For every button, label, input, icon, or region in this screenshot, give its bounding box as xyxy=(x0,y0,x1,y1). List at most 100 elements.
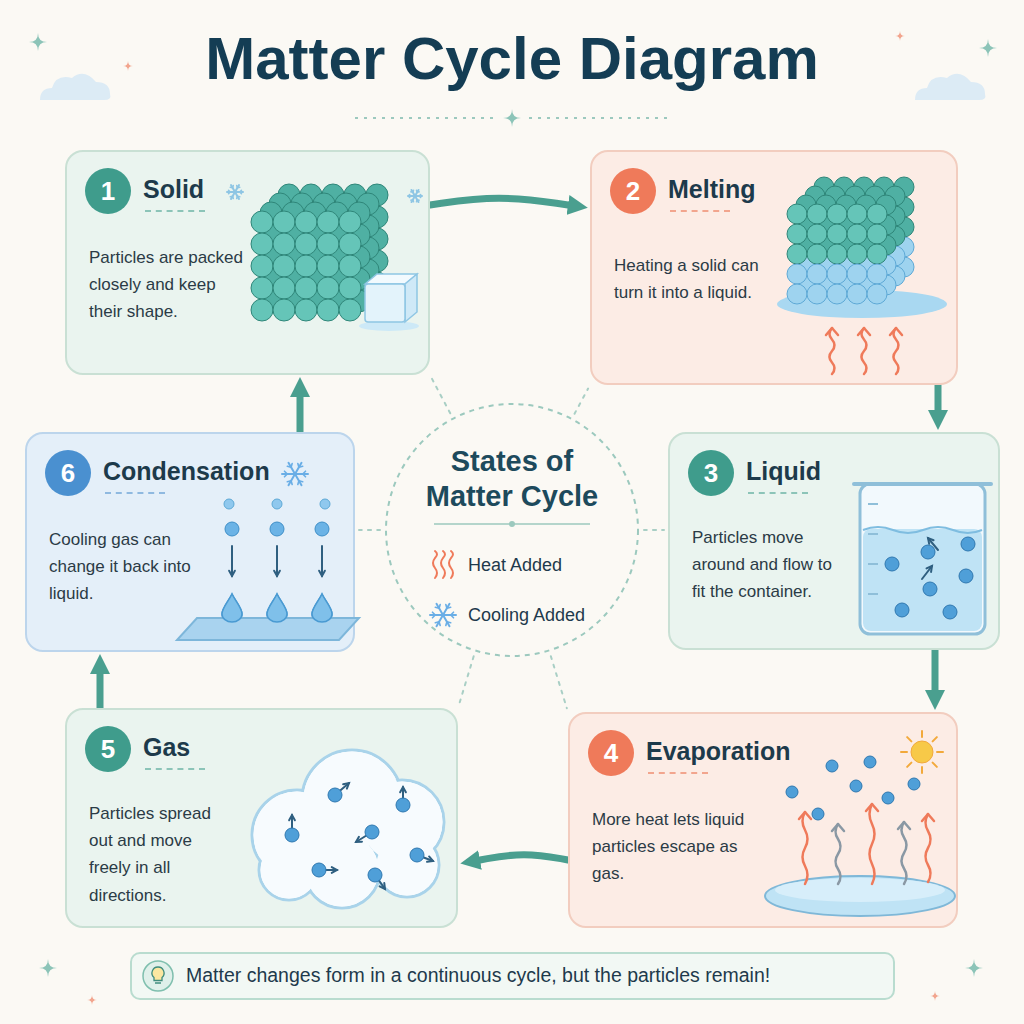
particle xyxy=(943,605,957,619)
title-slot: Matter Cycle Diagram xyxy=(0,24,1024,94)
water-surface xyxy=(863,527,982,533)
melted-particle xyxy=(787,264,807,284)
dashed-spoke xyxy=(551,656,567,708)
cloud-shape xyxy=(915,74,985,100)
particle xyxy=(396,798,410,812)
solid-particle xyxy=(867,244,887,264)
solid-particle xyxy=(317,211,339,233)
solid-particle xyxy=(251,211,273,233)
snowflake-branch xyxy=(229,190,231,193)
particle xyxy=(921,545,935,559)
text-slot: 5 xyxy=(85,726,131,772)
snowflake-branch xyxy=(451,612,454,618)
text-slot: 1 xyxy=(85,168,131,214)
beaker xyxy=(860,484,985,634)
heat-arrow xyxy=(870,804,875,884)
particle xyxy=(225,522,239,536)
text-slot: Heat Added xyxy=(468,548,562,582)
heat-symbol xyxy=(441,551,445,578)
step-number: 1 xyxy=(85,168,131,214)
snowflake-branch xyxy=(237,186,240,188)
circle-border xyxy=(386,404,638,656)
legend-icon xyxy=(426,548,460,582)
heat-arrow xyxy=(830,328,835,374)
step-heading: Melting xyxy=(668,174,756,204)
particle xyxy=(270,522,284,536)
melted-particle xyxy=(847,264,867,284)
motion-arrow-head xyxy=(380,883,385,889)
text-slot: Matter changes form in a continuous cycl… xyxy=(186,954,770,998)
heat-arrow xyxy=(902,822,907,884)
snowflake-branch xyxy=(303,471,306,477)
text-slot: Solid xyxy=(143,174,204,204)
process-panel: 4EvaporationMore heat lets liquid partic… xyxy=(568,712,958,928)
particle xyxy=(410,848,424,862)
cloud-fill xyxy=(377,835,438,896)
particle xyxy=(320,499,330,509)
step-number: 4 xyxy=(588,730,634,776)
melted-particle xyxy=(807,264,827,284)
step-description: Particles are packed closely and keep th… xyxy=(89,244,249,326)
sun-ray xyxy=(937,751,943,753)
solid-particle xyxy=(273,277,295,299)
water xyxy=(863,529,982,631)
melted-particle xyxy=(867,284,887,304)
snowflake-branch xyxy=(411,200,414,202)
snowflake-icon xyxy=(282,463,308,486)
heat-arrow-head xyxy=(898,822,910,829)
sparkle xyxy=(930,991,940,1001)
melted-particle xyxy=(787,284,807,304)
particle xyxy=(923,582,937,596)
step-description: Heating a solid can turn it into a liqui… xyxy=(614,252,764,306)
cloud-fill xyxy=(306,834,379,907)
dashed-spoke xyxy=(575,389,589,414)
cycle-arrow xyxy=(297,397,304,432)
step-description: Particles move around and flow to fit th… xyxy=(692,524,842,606)
solid-particle xyxy=(273,299,295,321)
step-heading: Evaporation xyxy=(646,736,790,766)
solid-particle xyxy=(827,224,847,244)
particle xyxy=(272,499,282,509)
motion-arrow-head xyxy=(427,856,433,861)
solid-particle xyxy=(867,224,887,244)
heat-arrow xyxy=(803,812,808,884)
step-description: Cooling gas can change it back into liqu… xyxy=(49,526,209,608)
dashed-spoke xyxy=(459,656,474,704)
step-heading: Liquid xyxy=(746,456,821,486)
particle xyxy=(961,537,975,551)
sun-icon xyxy=(901,731,943,773)
legend-icon xyxy=(426,598,460,632)
snowflake-branch xyxy=(419,194,420,197)
diagram-title: Matter Cycle Diagram xyxy=(205,24,819,94)
motion-arrow xyxy=(321,546,323,576)
particle xyxy=(315,522,329,536)
sparkle xyxy=(965,959,983,977)
heading-rule xyxy=(648,772,708,774)
solid-particle xyxy=(847,244,867,264)
particle xyxy=(328,788,342,802)
water-droplet xyxy=(312,594,332,622)
heading-rule xyxy=(145,768,205,770)
cloud-shape xyxy=(40,74,110,100)
summary-note: Matter changes form in a continuous cycl… xyxy=(186,964,770,987)
solid-particle xyxy=(273,233,295,255)
motion-arrow-head xyxy=(928,538,934,544)
legend-text: Heat Added xyxy=(468,555,562,576)
motion-arrow-head xyxy=(927,566,932,572)
snowflake-arm xyxy=(231,185,239,199)
step-heading: Gas xyxy=(143,732,190,762)
motion-arrow-head xyxy=(356,837,362,842)
snowflake-branch xyxy=(446,622,451,626)
motion-arrow-head xyxy=(332,867,337,873)
solid-particle xyxy=(317,233,339,255)
solid-particle xyxy=(251,255,273,277)
motion-arrow xyxy=(928,538,938,550)
snowflake-branch xyxy=(446,604,451,608)
sparkle xyxy=(29,33,47,51)
water-droplet xyxy=(222,594,242,622)
sparkle xyxy=(979,39,997,57)
ice-cube xyxy=(365,284,405,322)
cycle-arrow xyxy=(935,385,942,410)
text-slot: Evaporation xyxy=(646,736,790,766)
snowflake-branch xyxy=(432,612,435,618)
